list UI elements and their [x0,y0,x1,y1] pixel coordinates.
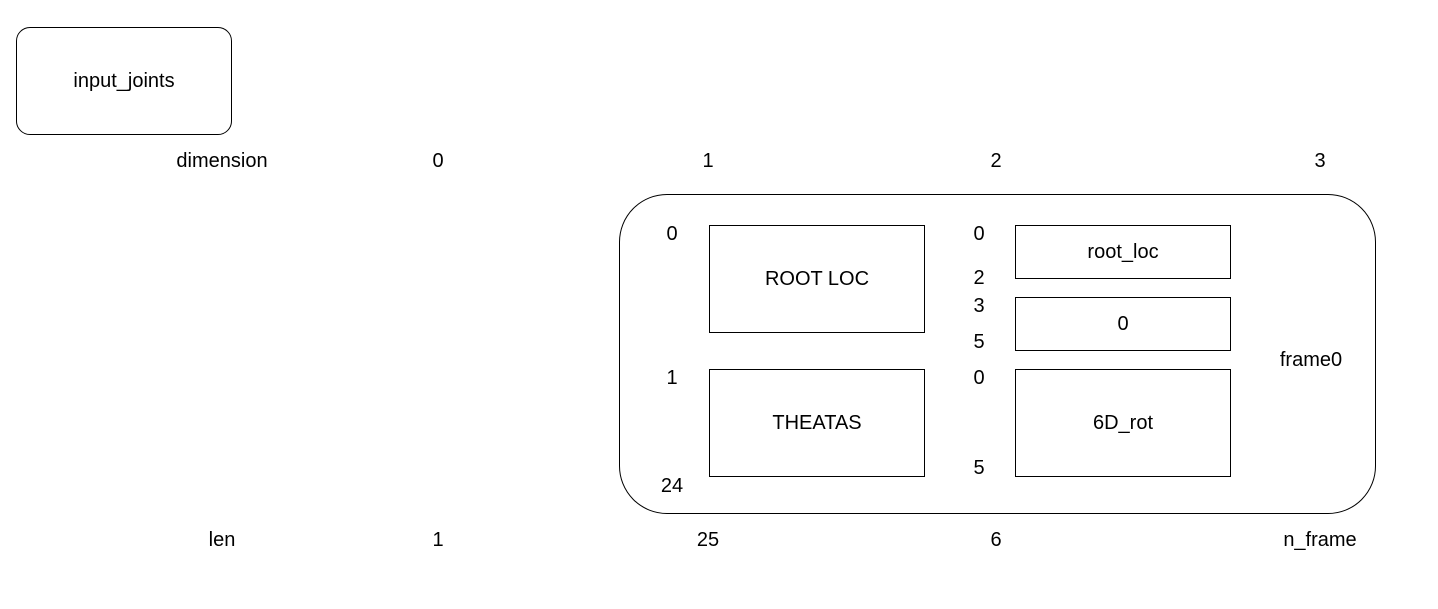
len-value-0: 1 [432,529,444,551]
dimension-index-2: 2 [990,150,1002,172]
root-loc-end-index: 2 [973,267,985,289]
rot-6d-block: 6D_rot [1015,369,1231,477]
frame-label: frame0 [1279,349,1343,371]
dimension-index-0: 0 [432,150,444,172]
dimension-label: dimension [176,150,268,172]
frame-row-index-1: 1 [666,367,678,389]
input-joints-label: input_joints [73,69,175,92]
root-loc-start-index: 0 [973,223,985,245]
len-value-2: 6 [990,529,1002,551]
root-loc-block: ROOT LOC [709,225,925,333]
rot-start-index: 0 [973,367,985,389]
dimension-index-1: 1 [702,150,714,172]
root-loc-small-block: root_loc [1015,225,1231,279]
len-value-1: 25 [696,529,720,551]
len-label: len [208,529,236,551]
thetas-block-label: THEATAS [772,411,862,434]
zero-end-index: 5 [973,331,985,353]
frame-row-index-24: 24 [660,475,684,497]
root-loc-block-label: ROOT LOC [764,267,870,290]
root-loc-small-label: root_loc [1087,240,1159,263]
dimension-index-3: 3 [1314,150,1326,172]
zero-block: 0 [1015,297,1231,351]
len-value-3: n_frame [1283,529,1357,551]
input-joints-box: input_joints [16,27,232,135]
thetas-block: THEATAS [709,369,925,477]
rot-6d-block-label: 6D_rot [1092,411,1154,434]
zero-block-label: 0 [1117,312,1129,335]
rot-end-index: 5 [973,457,985,479]
frame-row-index-0: 0 [666,223,678,245]
zero-start-index: 3 [973,295,985,317]
